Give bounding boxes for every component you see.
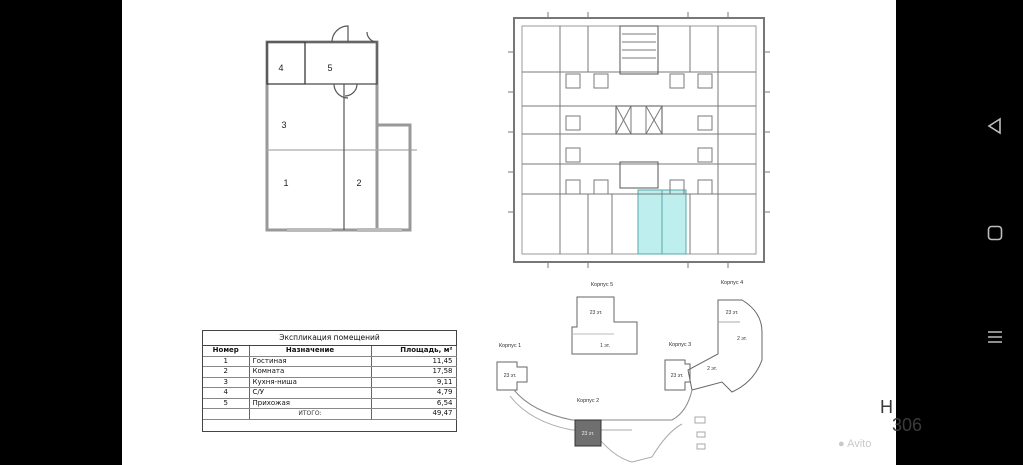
watermark-side-letter: H — [880, 397, 893, 417]
row-number: 5 — [203, 398, 250, 409]
row-name: Прихожая — [249, 398, 372, 409]
site-k2-label: Корпус 2 — [577, 398, 599, 404]
row-number: 1 — [203, 356, 250, 367]
room-4-label: 4 — [278, 63, 283, 73]
explication-table: Экспликация помещений Номер Назначение П… — [202, 330, 457, 432]
back-icon — [987, 117, 1001, 135]
row-name: Гостиная — [249, 356, 372, 367]
site-k2-floors: 23 эт. — [582, 431, 595, 437]
row-name: Кухня-ниша — [249, 377, 372, 388]
back-button[interactable] — [980, 111, 1010, 141]
row-number: 4 — [203, 387, 250, 399]
site-k5-low: 1 эт. — [600, 343, 610, 349]
site-plan: Корпус 5 23 эт. 1 эт. Корпус 4 23 эт. 2 … — [496, 280, 763, 463]
row-area: 6,54 — [371, 398, 457, 409]
site-k4-label: Корпус 4 — [721, 280, 743, 286]
table-row: 4 С/У 4,79 — [203, 387, 457, 399]
total-value: 49,47 — [371, 408, 457, 420]
home-icon — [987, 225, 1003, 241]
watermark-side-text: H 306 — [880, 398, 922, 434]
row-number: 2 — [203, 366, 250, 378]
table-row: 3 Кухня-ниша 9,11 — [203, 377, 457, 388]
total-label: ИТОГО: — [249, 408, 372, 420]
total-row: ИТОГО: 49,47 — [203, 408, 457, 420]
site-k5-label: Корпус 5 — [591, 282, 613, 288]
row-area: 11,45 — [371, 356, 457, 367]
header-number: Номер — [203, 346, 250, 357]
room-1-label: 1 — [283, 178, 288, 188]
row-number: 3 — [203, 377, 250, 388]
recents-icon — [988, 331, 1002, 343]
recents-button[interactable] — [980, 322, 1010, 352]
site-k1-floors: 23 эт. — [504, 373, 517, 379]
table-row: 5 Прихожая 6,54 — [203, 398, 457, 409]
site-k4-mid: 2 эт. — [737, 336, 747, 342]
row-name: Комната — [249, 366, 372, 378]
explication-title: Экспликация помещений — [203, 331, 456, 346]
site-k1-label: Корпус 1 — [499, 343, 521, 349]
room-5-label: 5 — [327, 63, 332, 73]
site-k3-label: Корпус 3 — [669, 342, 691, 348]
table-row: 1 Гостиная 11,45 — [203, 356, 457, 367]
room-2-label: 2 — [356, 178, 361, 188]
android-nav-bar — [966, 0, 1023, 465]
apartment-plan: 4 5 3 1 2 — [265, 25, 417, 232]
avito-watermark: ● Avito — [838, 438, 871, 450]
room-3-label: 3 — [281, 120, 286, 130]
floor-plan-sheet: 4 5 3 1 2 — [122, 0, 896, 465]
header-name: Назначение — [249, 346, 372, 357]
site-k3-floors: 23 эт. — [671, 373, 684, 379]
header-area: Площадь, м² — [371, 346, 457, 357]
table-row: 2 Комната 17,58 — [203, 366, 457, 378]
row-name: С/У — [249, 387, 372, 399]
site-k34-link: 2 эт. — [707, 366, 717, 372]
row-area: 17,58 — [371, 366, 457, 378]
site-k5-floors: 23 эт. — [590, 310, 603, 316]
site-k4-floors: 23 эт. — [726, 310, 739, 316]
watermark-text: Avito — [847, 438, 872, 450]
home-button[interactable] — [980, 218, 1010, 248]
building-floor-plan — [508, 12, 770, 268]
watermark-side-number: 306 — [892, 415, 923, 435]
row-area: 9,11 — [371, 377, 457, 388]
row-area: 4,79 — [371, 387, 457, 399]
avito-logo-icon: ● — [838, 438, 848, 450]
